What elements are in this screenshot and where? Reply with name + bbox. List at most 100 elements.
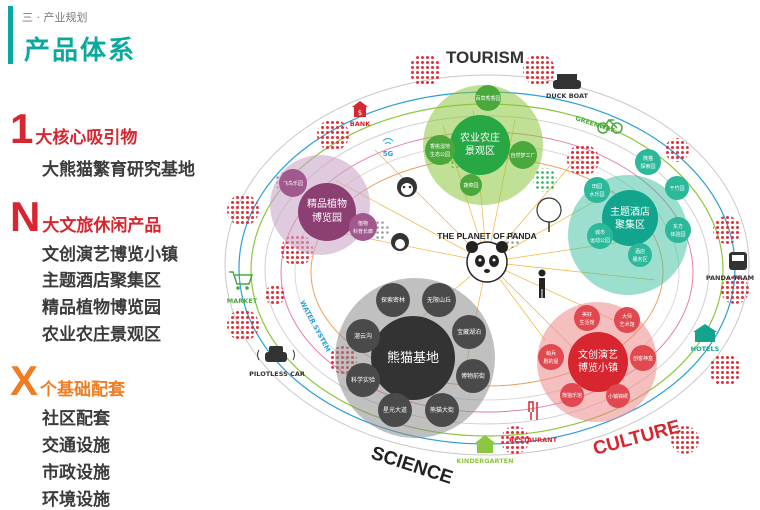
sub-label: 科学实验 — [351, 376, 375, 384]
planet-diagram: 农业农庄 景观区 百草秀香园 香桃湿地 生态公园 自然梦工厂 蔬菜园 主题酒店 … — [215, 40, 760, 509]
sub-label: 百草秀香园 — [475, 95, 500, 102]
kindergarten-icon — [475, 435, 495, 453]
header: 三 · 产业规划 产品体系 — [0, 0, 760, 72]
greenway-label: GREENWAY — [574, 114, 615, 134]
sub-label: 飞鸟乐园 — [283, 180, 303, 187]
cluster-title: 景观区 — [465, 145, 495, 157]
sub-label: 创客神盒 — [633, 355, 653, 362]
peacock-icon — [536, 197, 562, 232]
restaurant-icon — [528, 401, 538, 420]
person-icon — [538, 269, 546, 298]
pilotless-car-icon — [257, 346, 295, 362]
science-label: SCIENCE — [368, 443, 455, 489]
tram-icon — [729, 252, 747, 270]
cluster-title: 主题酒店 — [610, 205, 650, 218]
water-system-label: WATER SYSTEM — [298, 299, 332, 353]
sub-label: 熊猫大街 — [430, 406, 454, 414]
red-panda-icon — [391, 233, 409, 251]
group-core: 1 大核心吸引物 — [10, 108, 137, 150]
sub-label: 植物 — [358, 220, 368, 227]
sub-label: 城市 — [595, 229, 605, 236]
center-label: THE PLANET OF PANDA — [437, 231, 536, 241]
list-item: 环境设施 — [42, 490, 110, 510]
panda-tram-label: PANDA TRAM — [706, 274, 754, 282]
sub-label: 宝藏湖泊 — [457, 328, 481, 336]
sub-label: 蔬菜园 — [463, 182, 478, 189]
cluster-hotel: 主题酒店 聚集区 熊猫 探索园 干竹园 田园 水乐园 城市 运动公园 东方 体验… — [568, 149, 691, 295]
list-item: 交通设施 — [42, 436, 110, 456]
sub-label: 酒店 — [635, 248, 645, 255]
5g-icon — [382, 138, 394, 145]
sub-label: 自然梦工厂 — [510, 152, 535, 159]
tourism-label: TOURISM — [446, 48, 524, 67]
cluster-culture: 文创演艺 博览小镇 美好 生活馆 大师 艺术馆 萌兵 剧的屋 创客神盒 熊猫乐馆… — [537, 302, 657, 422]
page-title: 产品体系 — [24, 36, 137, 66]
list-item: 社区配套 — [42, 409, 110, 429]
bank-icon: $ — [352, 101, 368, 117]
restaurant-label: RESTAURANT — [509, 436, 558, 444]
list-item: 市政设施 — [42, 463, 110, 483]
title-accent-bar — [8, 6, 13, 64]
list-item: 大熊猫繁育研究基地 — [42, 160, 195, 180]
hotels-label: HOTELS — [691, 345, 720, 353]
cluster-panda-base: 熊猫基地 探索密林 无限山丘 溜云沟 宝藏湖泊 科学实验 博物前街 星光大道 熊… — [335, 278, 495, 438]
sub-label: 大师 — [622, 313, 632, 320]
cluster-title: 博览小镇 — [578, 361, 618, 374]
sub-label: 无限山丘 — [427, 296, 451, 304]
panda-icon — [466, 241, 508, 283]
list-item: 主题酒店聚集区 — [42, 271, 161, 291]
market-label: MARKET — [227, 297, 258, 305]
market-icon — [229, 271, 254, 290]
sub-label: 科普长廊 — [353, 228, 373, 235]
sub-label: 田园 — [592, 184, 602, 190]
sub-label: 溜云沟 — [354, 332, 372, 340]
pilotless-car-label: PILOTLESS CAR — [249, 370, 305, 378]
sub-label: 熊猫 — [643, 155, 653, 162]
bank-label: BANK — [350, 120, 371, 128]
sub-label: 熊猫乐馆 — [562, 392, 582, 399]
cluster-title: 聚集区 — [615, 218, 645, 231]
sub-label: 东方 — [673, 223, 683, 230]
duck-boat-label: DUCK BOAT — [546, 92, 589, 100]
group-label: 大核心吸引物 — [35, 128, 138, 148]
list-item: 文创演艺博览小镇 — [42, 245, 178, 265]
sub-label: 剧的屋 — [543, 358, 558, 365]
sub-label: 萌兵 — [546, 350, 556, 357]
cluster-title: 精品植物 — [307, 197, 347, 210]
hotel-icon — [693, 324, 717, 342]
sub-label: 美好 — [582, 311, 592, 318]
sub-label: 星光大道 — [383, 406, 407, 414]
duck-boat-icon — [553, 74, 581, 89]
sub-label: 干竹园 — [669, 185, 684, 192]
monkey-icon — [397, 177, 417, 197]
cluster-agri: 农业农庄 景观区 百草秀香园 香桃湿地 生态公园 自然梦工厂 蔬菜园 — [423, 85, 543, 205]
group-letter: N — [10, 193, 41, 240]
sub-label: 生态公园 — [430, 151, 450, 158]
sub-label: 体验园 — [670, 231, 685, 238]
cluster-title: 文创演艺 — [578, 348, 618, 361]
group-label: 大文旅休闲产品 — [42, 216, 162, 236]
svg-text:$: $ — [358, 109, 362, 117]
sub-label: 水乐园 — [589, 191, 604, 198]
sub-label: 运动公园 — [590, 237, 610, 244]
section-label: 三 · 产业规划 — [22, 11, 88, 24]
group-label: 个基础配套 — [40, 380, 126, 400]
list-item: 农业农庄景观区 — [42, 325, 161, 345]
sub-label: 探索园 — [640, 163, 655, 170]
cluster-title: 熊猫基地 — [387, 350, 439, 366]
cluster-plant: 精品植物 博览园 飞鸟乐园 植物 科普长廊 — [270, 155, 377, 255]
5g-label: 5G — [383, 150, 394, 158]
sub-label: 小镇锦绣 — [608, 393, 628, 400]
kindergarten-label: KINDERGARTEN — [456, 457, 513, 465]
group-letter: 1 — [10, 105, 34, 152]
sub-label: 服务区 — [632, 256, 647, 263]
sub-label: 博物前街 — [461, 372, 485, 380]
list-item: 精品植物博览园 — [42, 298, 161, 318]
sub-label: 探索密林 — [381, 296, 405, 304]
cluster-title: 农业农庄 — [460, 131, 500, 144]
cluster-title: 博览园 — [312, 211, 342, 224]
group-letter: X — [10, 357, 39, 404]
bicycle-icon — [597, 118, 623, 134]
sub-label: 生活馆 — [579, 319, 594, 326]
sub-label: 艺术馆 — [619, 321, 634, 328]
